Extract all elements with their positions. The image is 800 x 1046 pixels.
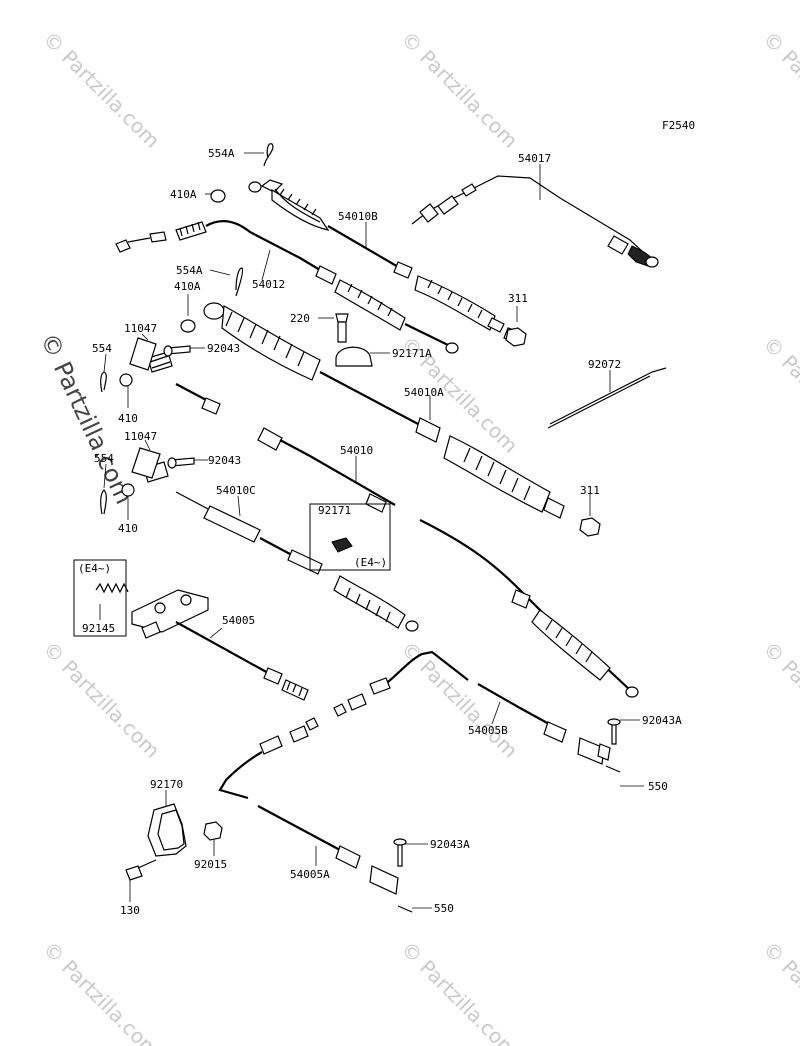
label-311-top: 311 bbox=[508, 292, 528, 305]
label-410a-mid: 410A bbox=[174, 280, 201, 293]
label-54005a: 54005A bbox=[290, 868, 330, 881]
watermark-tile: © Partzilla.com bbox=[758, 332, 800, 458]
detail-box-92171 bbox=[309, 503, 391, 571]
watermark-tile: © Partzilla.com bbox=[38, 27, 164, 153]
label-92015: 92015 bbox=[194, 858, 227, 871]
note-e4-box-92145: (E4~) bbox=[78, 562, 111, 575]
leader-lines bbox=[99, 152, 644, 909]
label-92043-mid: 92043 bbox=[208, 454, 241, 467]
nut-311-mid bbox=[579, 517, 601, 537]
label-11047-top: 11047 bbox=[124, 322, 157, 335]
label-550-bottom: 550 bbox=[434, 902, 454, 915]
label-410a-top: 410A bbox=[170, 188, 197, 201]
watermark-tile: © Partzilla.com bbox=[758, 937, 800, 1046]
figure-code: F2540 bbox=[662, 119, 695, 132]
label-554a-top: 554A bbox=[208, 147, 235, 160]
label-554a-mid: 554A bbox=[176, 264, 203, 277]
label-554-top: 554 bbox=[92, 342, 112, 355]
label-410-top: 410 bbox=[118, 412, 138, 425]
label-11047-mid: 11047 bbox=[124, 430, 157, 443]
cable-54010c bbox=[143, 461, 419, 632]
label-92170: 92170 bbox=[150, 778, 183, 791]
label-92043a-bottom: 92043A bbox=[430, 838, 470, 851]
watermark-tile: © Partzilla.com bbox=[38, 937, 164, 1046]
cable-54017 bbox=[411, 175, 659, 268]
label-54010b: 54010B bbox=[338, 210, 378, 223]
label-92171: 92171 bbox=[318, 504, 351, 517]
cable-54005b bbox=[333, 650, 621, 773]
label-554-mid: 554 bbox=[94, 452, 114, 465]
note-e4-box-92171: (E4~) bbox=[354, 556, 387, 569]
part-labels: 554A 410A 54017 54010B 54012 554A 410A 3… bbox=[78, 147, 682, 917]
watermark-tile: © Partzilla.com bbox=[396, 27, 522, 153]
label-54017: 54017 bbox=[518, 152, 551, 165]
cable-54010 bbox=[147, 351, 639, 698]
label-550-right: 550 bbox=[648, 780, 668, 793]
label-311-mid: 311 bbox=[580, 484, 600, 497]
label-54005: 54005 bbox=[222, 614, 255, 627]
small-parts bbox=[95, 143, 667, 881]
label-54005b: 54005B bbox=[468, 724, 508, 737]
label-220: 220 bbox=[290, 312, 310, 325]
watermark-layer: © Partzilla.com © Partzilla.com © Partzi… bbox=[35, 27, 800, 1046]
watermark-tile: © Partzilla.com bbox=[396, 937, 522, 1046]
label-130: 130 bbox=[120, 904, 140, 917]
label-92171a: 92171A bbox=[392, 347, 432, 360]
label-92072: 92072 bbox=[588, 358, 621, 371]
cable-54005a bbox=[218, 717, 413, 913]
watermark-tile: © Partzilla.com bbox=[758, 27, 800, 153]
cable-54005 bbox=[131, 589, 309, 701]
label-54010a: 54010A bbox=[404, 386, 444, 399]
label-410-mid: 410 bbox=[118, 522, 138, 535]
cable-54010a bbox=[203, 302, 565, 519]
label-92043a-right: 92043A bbox=[642, 714, 682, 727]
watermark-tile: © Partzilla.com bbox=[38, 637, 164, 763]
label-54010c: 54010C bbox=[216, 484, 256, 497]
detail-box-92145 bbox=[73, 559, 127, 637]
label-54010: 54010 bbox=[340, 444, 373, 457]
cable-54012 bbox=[115, 220, 459, 354]
label-54012: 54012 bbox=[252, 278, 285, 291]
label-92043-top: 92043 bbox=[207, 342, 240, 355]
label-92145: 92145 bbox=[82, 622, 115, 635]
nut-311-top bbox=[505, 327, 527, 347]
watermark-tile: © Partzilla.com bbox=[758, 637, 800, 763]
